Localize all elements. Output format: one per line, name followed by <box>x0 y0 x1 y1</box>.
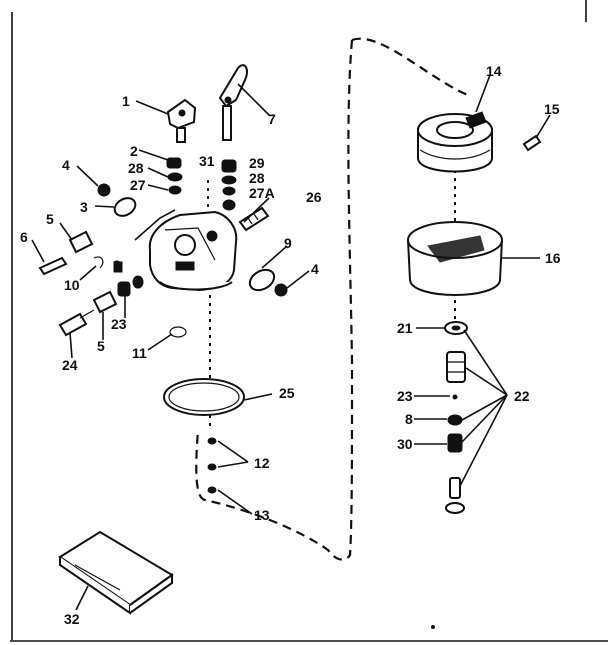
stray-mark <box>431 625 435 629</box>
part-4-screw-left <box>97 183 111 197</box>
part-13-small-part <box>207 486 217 494</box>
callout-23a: 23 <box>111 316 127 332</box>
part-11-small-gasket <box>169 326 187 338</box>
part-6-pin <box>38 256 68 276</box>
part-1-throttle-lever <box>166 98 197 143</box>
callout-12: 12 <box>254 455 270 471</box>
part-2-spring <box>166 157 182 169</box>
part-4-screw-right <box>274 283 288 297</box>
part-7-choke-lever <box>218 64 248 141</box>
part-23-washer-right <box>452 394 458 400</box>
page-border <box>10 0 608 642</box>
callout-16: 16 <box>545 250 561 266</box>
part-27a-washer <box>222 186 236 211</box>
callout-8a: 8 <box>113 257 121 273</box>
carburetor-body <box>134 209 238 292</box>
callout-26: 26 <box>306 189 322 205</box>
part-5-needle-seat-lower <box>92 290 118 314</box>
callout-27: 27 <box>130 177 146 193</box>
callout-31: 31 <box>199 153 215 169</box>
alignment-lines <box>207 170 456 430</box>
callout-labels: 1 7 2 28 27 31 29 28 27A 26 4 3 5 6 8 10… <box>20 63 561 627</box>
callout-1: 1 <box>122 93 130 109</box>
callout-32: 32 <box>64 611 80 627</box>
part-32-manual <box>58 530 174 615</box>
part-10-clip <box>93 256 104 269</box>
callout-4b: 4 <box>311 261 319 277</box>
callout-23b: 23 <box>397 388 413 404</box>
callout-24: 24 <box>62 357 78 373</box>
callout-14: 14 <box>486 63 502 79</box>
part-15-float-pin <box>522 134 542 152</box>
callout-25: 25 <box>279 385 295 401</box>
part-9-choke-plate <box>248 268 276 292</box>
part-28-o-ring-left <box>167 172 183 182</box>
part-29-spring <box>221 159 237 173</box>
callout-28a: 28 <box>128 160 144 176</box>
part-22-drain-screw <box>445 477 465 514</box>
part-16-float-bowl <box>407 221 503 296</box>
part-21-gasket <box>444 321 468 335</box>
callout-2: 2 <box>130 143 138 159</box>
part-28-o-ring-right <box>221 175 237 185</box>
part-25-bowl-gasket <box>163 378 245 416</box>
dashed-group-outline <box>195 37 471 561</box>
part-22-bowl-nut <box>446 351 466 383</box>
callout-11: 11 <box>132 345 147 361</box>
callout-13: 13 <box>254 507 270 523</box>
part-14-float <box>417 111 493 173</box>
callout-28b: 28 <box>249 170 265 186</box>
callout-30: 30 <box>397 436 413 452</box>
callout-27a: 27A <box>249 185 275 201</box>
part-24-main-jet <box>58 309 95 337</box>
callout-29: 29 <box>249 155 265 171</box>
leader-lines <box>31 74 551 611</box>
callout-7: 7 <box>268 111 276 127</box>
callout-6: 6 <box>20 229 28 245</box>
part-23-seat-left <box>117 275 144 297</box>
callout-9: 9 <box>284 235 292 251</box>
callout-3: 3 <box>80 199 88 215</box>
part-30-spring <box>447 433 463 453</box>
callout-5a: 5 <box>46 211 54 227</box>
part-8-washer-right <box>447 414 463 426</box>
callout-22: 22 <box>514 388 530 404</box>
callout-8b: 8 <box>405 411 413 427</box>
part-12-small-parts <box>207 437 217 471</box>
callout-10: 10 <box>64 277 80 293</box>
part-27-washer-left <box>168 185 182 195</box>
callout-4a: 4 <box>62 157 70 173</box>
callout-5b: 5 <box>97 338 105 354</box>
part-3-throttle-plate <box>113 197 137 217</box>
callout-15: 15 <box>544 101 560 117</box>
callout-21: 21 <box>397 320 413 336</box>
part-5-needle-seat-upper <box>68 230 94 254</box>
